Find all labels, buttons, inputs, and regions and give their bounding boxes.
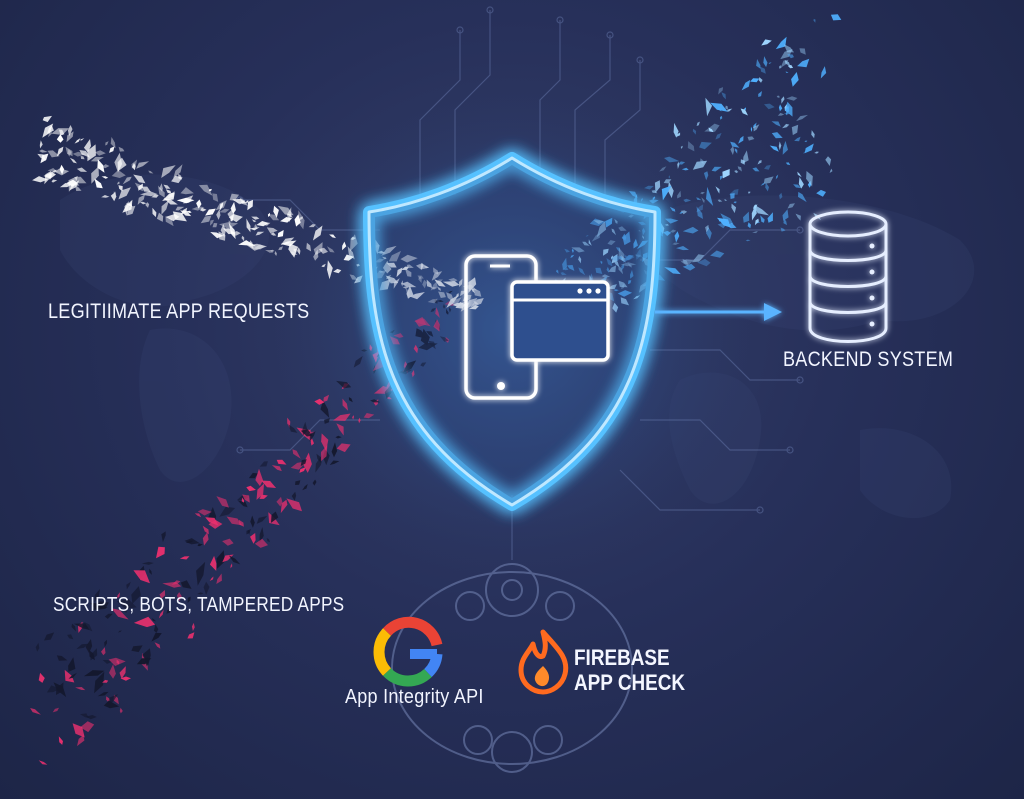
browser-window-icon [510,280,610,362]
circuit-traces [236,6,804,560]
firebase-app-check-label: FIREBASE APP CHECK [574,645,685,695]
app-integrity-api-label: App Integrity API [345,686,484,708]
firebase-label-line1: FIREBASE [574,645,670,670]
backend-system-label: BACKEND SYSTEM [783,348,954,371]
database-icon [808,210,888,343]
legitimate-requests-label: LEGITIIMATE APP REQUESTS [48,300,310,323]
firebase-flame-icon [518,629,569,695]
google-logo-icon [373,616,443,687]
legitimate-request-particles [32,115,484,312]
malicious-requests-label: SCRIPTS, BOTS, TAMPERED APPS [53,594,345,616]
gear-icon [391,563,633,773]
arrow-to-backend-icon [655,303,782,321]
malicious-request-particles [30,290,456,765]
firebase-label-line2: APP CHECK [574,670,686,695]
